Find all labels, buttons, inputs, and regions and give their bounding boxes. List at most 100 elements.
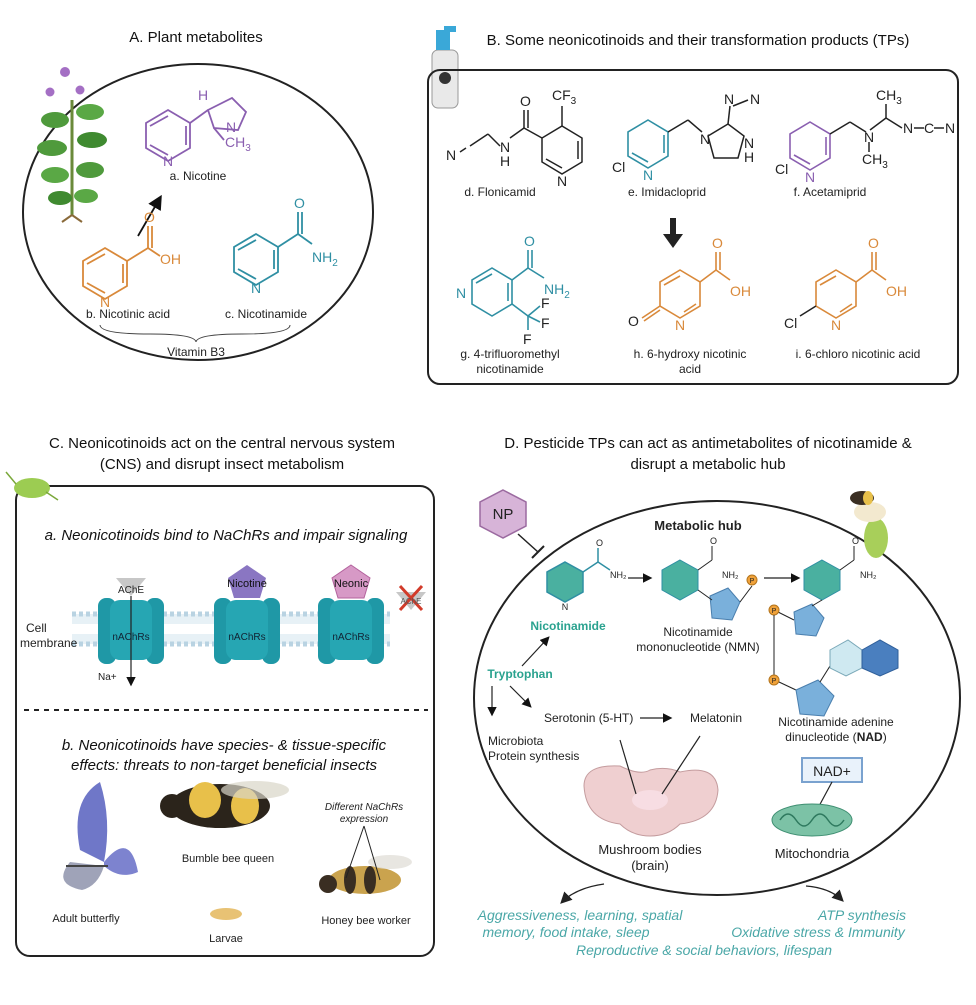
nmn-label-2: mononucleotide (NMN) bbox=[636, 640, 759, 654]
aphid-icon bbox=[5, 471, 59, 501]
serotonin-label: Serotonin (5-HT) bbox=[544, 711, 633, 725]
phosphate-label: P bbox=[750, 578, 755, 585]
cell-membrane-label-2: membrane bbox=[20, 636, 78, 650]
panel-c-title-2: (CNS) and disrupt insect metabolism bbox=[100, 456, 344, 473]
neonic-ligand-label: Neonic bbox=[334, 578, 369, 590]
amide-small: NH₂ bbox=[860, 570, 877, 580]
panel-c-box bbox=[15, 485, 435, 957]
effect-label-3: ATP synthesis bbox=[817, 907, 906, 923]
imidacloprid-ring bbox=[627, 119, 669, 169]
atom-cl: Cl bbox=[612, 159, 625, 175]
atom-h: H bbox=[500, 153, 510, 169]
bee-on-flower-illustration bbox=[850, 491, 888, 558]
atom-o: O bbox=[868, 235, 879, 251]
methyl-label: CH3 bbox=[862, 151, 888, 171]
atom-h: H bbox=[198, 87, 208, 103]
nicotinic-acid-label: b. Nicotinic acid bbox=[86, 307, 170, 321]
phosphate-label: P bbox=[772, 608, 777, 615]
atom-n: N bbox=[945, 120, 955, 136]
atom-n: N bbox=[750, 91, 760, 107]
effect-label-1: Aggressiveness, learning, spatial bbox=[477, 907, 684, 923]
panel-b-box bbox=[427, 69, 959, 385]
atom-n: N bbox=[226, 119, 236, 135]
atom-o: O bbox=[294, 195, 305, 211]
atom-cl: Cl bbox=[775, 161, 788, 177]
atom-n: N bbox=[163, 153, 173, 169]
nad-structure bbox=[768, 546, 899, 717]
tp-i-label: i. 6-chloro nicotinic acid bbox=[796, 347, 921, 361]
amide-small: NH₂ bbox=[610, 570, 627, 580]
panel-a-title: A. Plant metabolites bbox=[129, 29, 262, 46]
inhibition-bar bbox=[531, 545, 545, 559]
atom-oh: OH bbox=[886, 283, 907, 299]
acetamiprid-label: f. Acetamiprid bbox=[794, 185, 867, 199]
inhibition-line bbox=[517, 533, 539, 553]
methyl-label: CH3 bbox=[225, 134, 251, 154]
atom-o: O bbox=[710, 536, 717, 546]
tp-g-label-2: nicotinamide bbox=[476, 362, 544, 376]
nicotinamide-structure bbox=[233, 212, 313, 287]
tryptophan-label: Tryptophan bbox=[487, 667, 552, 681]
mushroom-bodies-label-1: Mushroom bodies bbox=[598, 842, 702, 857]
spray-bottle-icon bbox=[431, 26, 459, 109]
atom-n: N bbox=[675, 317, 685, 333]
effect-label-2: memory, food intake, sleep bbox=[482, 924, 649, 940]
arrow-to-nicotine bbox=[137, 194, 162, 237]
tp-i-structure bbox=[815, 252, 887, 319]
atom-n: N bbox=[643, 167, 653, 183]
atom-oh: OH bbox=[730, 283, 751, 299]
panel-d-circle bbox=[473, 500, 961, 896]
atom-o: O bbox=[712, 235, 723, 251]
atom-n: N bbox=[831, 317, 841, 333]
nmn-label-1: Nicotinamide bbox=[663, 625, 733, 639]
metabolic-hub-label: Metabolic hub bbox=[654, 518, 741, 533]
atom-f: F bbox=[541, 315, 550, 331]
receptor-1 bbox=[98, 578, 164, 687]
nad-plus-label: NAD+ bbox=[813, 763, 851, 779]
melatonin-label: Melatonin bbox=[690, 711, 742, 725]
atom-o: O bbox=[596, 538, 603, 548]
methyl-label: CH3 bbox=[876, 87, 902, 107]
arrow-to-serotonin bbox=[509, 685, 532, 708]
atom-f: F bbox=[541, 295, 550, 311]
np-label: NP bbox=[493, 506, 514, 523]
tp-g-label-1: g. 4-trifluoromethyl bbox=[460, 347, 559, 361]
ache-blocked-label: AChE bbox=[401, 597, 422, 606]
atom-n: N bbox=[903, 120, 913, 136]
imidacloprid-chain bbox=[667, 99, 749, 159]
brain-illustration bbox=[583, 735, 719, 837]
nicotine-label: a. Nicotine bbox=[170, 169, 227, 183]
receptor-label: nAChRs bbox=[228, 632, 265, 643]
panel-a-circle bbox=[22, 63, 374, 361]
atom-h: H bbox=[744, 149, 754, 165]
sodium-label: Na+ bbox=[98, 672, 117, 683]
cell-membrane-label-1: Cell bbox=[26, 621, 47, 635]
protein-synthesis-label: Protein synthesis bbox=[488, 749, 579, 763]
receptor-3 bbox=[318, 564, 384, 664]
atom-n: N bbox=[700, 131, 710, 147]
atom-n: N bbox=[805, 169, 815, 185]
nicotinic-acid-structure bbox=[82, 226, 161, 301]
hub-nicotinamide-structure bbox=[546, 548, 611, 603]
panel-c-sub-b-1: b. Neonicotinoids have species- & tissue… bbox=[62, 737, 387, 754]
atom-o: O bbox=[520, 93, 531, 109]
bumble-bee-illustration bbox=[160, 781, 289, 828]
vitamin-brace bbox=[99, 324, 291, 343]
cl-bond bbox=[799, 305, 817, 317]
atom-cl: Cl bbox=[784, 315, 797, 331]
atom-n: N bbox=[456, 285, 466, 301]
panel-c-title-1: C. Neonicotinoids act on the central ner… bbox=[49, 435, 395, 452]
nicotine-ligand-label: Nicotine bbox=[227, 578, 267, 590]
nad-label-2: dinucleotide (NAD) bbox=[785, 730, 886, 744]
receptor-label: nAChRs bbox=[112, 632, 149, 643]
nmn-structure bbox=[661, 546, 758, 621]
nad-label-1: Nicotinamide adenine bbox=[778, 715, 894, 729]
receptor-label: nAChRs bbox=[332, 632, 369, 643]
atom-n: N bbox=[446, 147, 456, 163]
atom-oh: OH bbox=[160, 251, 181, 267]
mushroom-bodies-label-2: (brain) bbox=[631, 858, 669, 873]
honey-bee-illustration bbox=[319, 825, 412, 894]
atom-o: O bbox=[524, 233, 535, 249]
